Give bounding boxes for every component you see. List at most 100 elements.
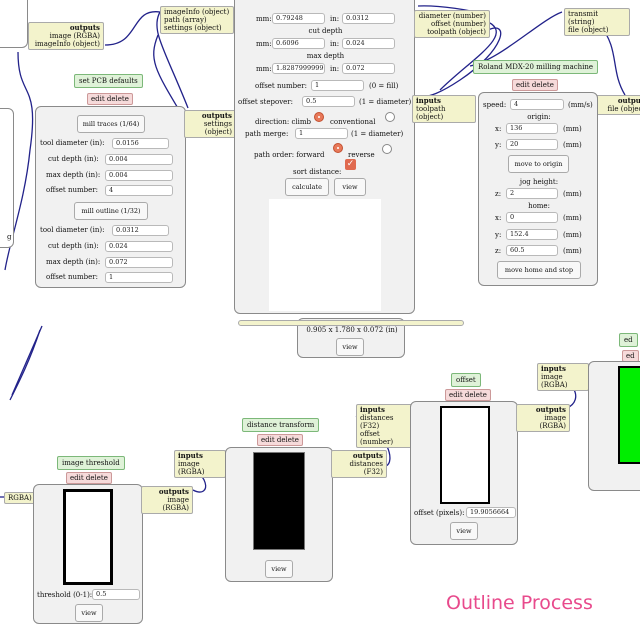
transmit-inputs: transmit (string) file (object): [564, 8, 630, 36]
raster-direction-climb-radio[interactable]: [314, 112, 324, 122]
roland-speed-unit: (mm/s): [568, 101, 593, 109]
roland-home-x-input[interactable]: 0: [506, 212, 558, 223]
pcb-g2-input-2[interactable]: 0.072: [105, 257, 173, 268]
roland-home-z-input[interactable]: 60.5: [506, 245, 558, 256]
offset-outputs: outputs image (RGBA): [516, 404, 570, 432]
pcb-g1-input-2[interactable]: 0.004: [105, 170, 173, 181]
raster-path-merge-input[interactable]: 1: [295, 128, 348, 139]
roland-origin-x-unit: (mm): [563, 125, 582, 133]
offset-pixels-input[interactable]: 19.9056664: [466, 507, 516, 518]
raster-in-input-3[interactable]: 0.072: [342, 63, 395, 74]
raster-offset-number-note: (0 = fill): [369, 82, 399, 90]
raster-in-input-2[interactable]: 0.024: [342, 38, 395, 49]
left-module-panel: g: [0, 108, 14, 248]
roland-origin: origin:: [527, 113, 551, 121]
roland-home-x-unit: (mm): [563, 214, 582, 222]
roland-outputs: outputs file (object): [596, 95, 640, 115]
raster-direction-conventional-radio[interactable]: [385, 112, 395, 122]
raster-offset-stepover-input[interactable]: 0.5: [302, 96, 355, 107]
offset-pixels-label: offset (pixels):: [414, 509, 465, 517]
raster-in-label-2: in:: [330, 40, 340, 48]
pcb-g1-label-0: tool diameter (in):: [40, 139, 105, 147]
raster-path-order-forward-radio[interactable]: [333, 143, 343, 153]
pcb-g2-input-1[interactable]: 0.024: [105, 241, 173, 252]
raster-offset-stepover-note: (1 = diameter): [359, 98, 412, 106]
roland-origin-x-input[interactable]: 136: [506, 123, 558, 134]
image-threshold-view-button[interactable]: view: [75, 604, 103, 622]
edge-detect-title: ed: [619, 333, 638, 347]
raster-mm-label-1: mm:: [256, 15, 272, 23]
pcb-g2-label-2: max depth (in):: [46, 258, 101, 266]
pcb-g1-label-1: cut depth (in):: [48, 155, 99, 163]
top-center-inputs: imageInfo (object) path (array) settings…: [160, 6, 234, 34]
raster-offset-number-input[interactable]: 1: [311, 80, 364, 91]
offset-edit-delete[interactable]: edit delete: [445, 389, 491, 401]
roland-home: home:: [528, 202, 550, 210]
read-png-view-button[interactable]: view: [336, 338, 364, 356]
raster-calculate-button[interactable]: calculate: [285, 178, 329, 196]
raster-mm-input-3[interactable]: 1.8287999999: [272, 63, 325, 74]
distance-transform-panel: view: [225, 447, 333, 582]
raster-path-merge-label: path merge:: [245, 130, 289, 138]
raster-in-label-3: in:: [330, 65, 340, 73]
raster-preview-canvas: [269, 199, 381, 311]
raster-mm-label-3: mm:: [256, 65, 272, 73]
pcb-g2-input-0[interactable]: 0.0312: [112, 225, 169, 236]
roland-jog-z-input[interactable]: 2: [506, 188, 558, 199]
raster-in-input-1[interactable]: 0.0312: [342, 13, 395, 24]
distance-transform-outputs: outputs distances (F32): [331, 450, 387, 478]
raster-mm-input-1[interactable]: 0.79248: [272, 13, 325, 24]
read-png-clipped-outputs: [238, 320, 464, 326]
roland-move-to-origin-button[interactable]: move to origin: [508, 155, 569, 173]
mill-outline-button[interactable]: mill outline (1/32): [74, 202, 148, 220]
pcb-g1-label-3: offset number:: [46, 186, 98, 194]
roland-edit-delete[interactable]: edit delete: [512, 79, 558, 91]
raster-max-depth: max depth: [306, 52, 345, 60]
raster-sort-distance-label: sort distance:: [293, 168, 342, 176]
raster-offset-number-label: offset number:: [255, 82, 307, 90]
pcb-g1-input-0[interactable]: 0.0156: [112, 138, 169, 149]
pcb-g1-input-1[interactable]: 0.004: [105, 154, 173, 165]
pcb-g2-label-3: offset number:: [46, 273, 98, 281]
roland-move-home-button[interactable]: move home and stop: [497, 261, 581, 279]
roland-speed-input[interactable]: 4: [510, 99, 564, 110]
raster-cut-depth: cut depth: [308, 27, 343, 35]
mill-raster-panel: mm: 0.79248 in: 0.0312 cut depth mm: 0.6…: [234, 0, 415, 314]
left-clipped-text: g: [7, 233, 12, 241]
roland-home-y-input[interactable]: 152.4: [506, 229, 558, 240]
roland-home-y-label: y:: [495, 231, 502, 239]
raster-mm-input-2[interactable]: 0.6096: [272, 38, 325, 49]
pcb-defaults-title: set PCB defaults: [74, 74, 143, 88]
pcb-defaults-panel: mill traces (1/64) tool diameter (in): 0…: [35, 106, 186, 288]
image-threshold-input-partial: RGBA): [4, 492, 36, 504]
raster-path-order-reverse: reverse: [348, 151, 375, 159]
raster-offset-stepover-label: offset stepover:: [238, 98, 294, 106]
pcb-defaults-edit-delete[interactable]: edit delete: [87, 93, 133, 105]
image-threshold-input[interactable]: 0.5: [92, 589, 140, 600]
edge-detect-inputs: inputs image (RGBA): [537, 363, 589, 391]
raster-sort-distance-checkbox[interactable]: ✓: [345, 159, 356, 170]
distance-transform-view-button[interactable]: view: [265, 560, 293, 578]
distance-transform-title: distance transform: [242, 418, 320, 432]
raster-view-button[interactable]: view: [334, 178, 366, 196]
pcb-g2-label-1: cut depth (in):: [48, 242, 99, 250]
distance-transform-preview: [253, 452, 305, 550]
roland-home-x-label: x:: [495, 214, 502, 222]
distance-transform-edit-delete[interactable]: edit delete: [257, 434, 303, 446]
pcb-defaults-outputs: outputs settings (object): [184, 110, 236, 138]
raster-outputs: diameter (number) offset (number) toolpa…: [414, 10, 490, 38]
pcb-g2-input-3[interactable]: 1: [105, 272, 173, 283]
mill-traces-button[interactable]: mill traces (1/64): [77, 115, 145, 133]
top-left-outputs: outputs image (RGBA) imageInfo (object): [28, 22, 104, 50]
offset-panel: offset (pixels): 19.9056664 view: [410, 401, 518, 545]
roland-origin-y-label: y:: [495, 141, 502, 149]
roland-inputs: inputs toolpath (object): [412, 95, 476, 123]
pcb-g1-input-3[interactable]: 4: [105, 185, 173, 196]
roland-jog-z-unit: (mm): [563, 190, 582, 198]
roland-origin-y-input[interactable]: 20: [506, 139, 558, 150]
pcb-g1-label-2: max depth (in):: [46, 171, 101, 179]
raster-path-order-reverse-radio[interactable]: [382, 144, 392, 154]
offset-view-button[interactable]: view: [450, 522, 478, 540]
image-threshold-edit-delete[interactable]: edit delete: [66, 472, 112, 484]
read-png-size: 0.905 x 1.780 x 0.072 (in): [306, 326, 398, 334]
